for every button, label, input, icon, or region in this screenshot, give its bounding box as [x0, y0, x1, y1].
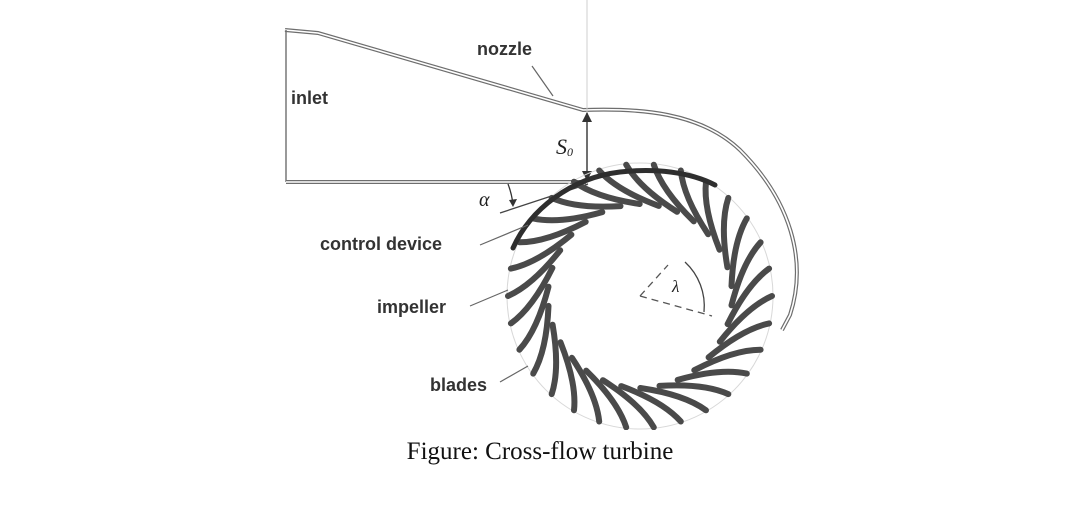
impeller-blade — [716, 293, 775, 345]
lambda-label: λ — [671, 277, 679, 296]
impeller-blade — [548, 194, 624, 210]
impeller — [505, 161, 775, 431]
impeller-blade — [674, 368, 750, 383]
impeller-blade — [705, 320, 773, 361]
nozzle-leader — [531, 65, 554, 97]
blades-leader — [499, 365, 529, 383]
s0-label: S0 — [556, 134, 573, 159]
lambda-line-1 — [639, 264, 669, 297]
s0-arrow-top — [582, 112, 592, 122]
impeller-blade — [548, 321, 560, 398]
impeller-blade — [516, 283, 552, 353]
alpha-label: α — [479, 189, 490, 211]
impeller-blade — [618, 383, 684, 425]
impeller-blade — [516, 218, 589, 246]
nozzle-upper-wall-inner — [284, 29, 798, 331]
impeller-blade — [557, 339, 578, 414]
impeller-blade — [568, 354, 603, 425]
impeller-blade — [507, 264, 556, 327]
impeller-blade — [691, 346, 764, 374]
impeller-blade — [656, 382, 732, 398]
blades-label: blades — [430, 375, 487, 395]
cross-flow-turbine-diagram: nozzle inlet S0 α control device impelle… — [284, 0, 799, 431]
impeller-blades — [505, 161, 775, 431]
impeller-blade — [530, 209, 606, 224]
impeller-blade — [583, 367, 630, 431]
s0-subscript: 0 — [567, 145, 573, 159]
s0-main: S — [556, 134, 567, 159]
impeller-label: impeller — [377, 297, 446, 317]
figure-caption: Figure: Cross-flow turbine — [406, 438, 674, 465]
impeller-blade — [507, 231, 575, 272]
impeller-blade — [505, 247, 564, 299]
control-device — [510, 168, 718, 251]
impeller-blade — [530, 302, 552, 377]
impeller-blade — [728, 215, 750, 290]
lambda-line-2 — [639, 295, 713, 317]
impeller-blade — [720, 194, 732, 271]
nozzle-label: nozzle — [477, 39, 532, 59]
impeller-blade — [728, 239, 764, 309]
control-device-label: control device — [320, 234, 442, 254]
impeller-blade — [724, 265, 773, 328]
inlet-label: inlet — [291, 88, 328, 108]
lambda-arc — [684, 261, 705, 313]
alpha-arrowhead — [509, 199, 517, 207]
impeller-blade — [599, 377, 657, 431]
impeller-blade — [637, 385, 709, 414]
impeller-blade — [702, 178, 723, 253]
impeller-leader — [469, 289, 509, 307]
control-device-leader — [479, 224, 529, 246]
